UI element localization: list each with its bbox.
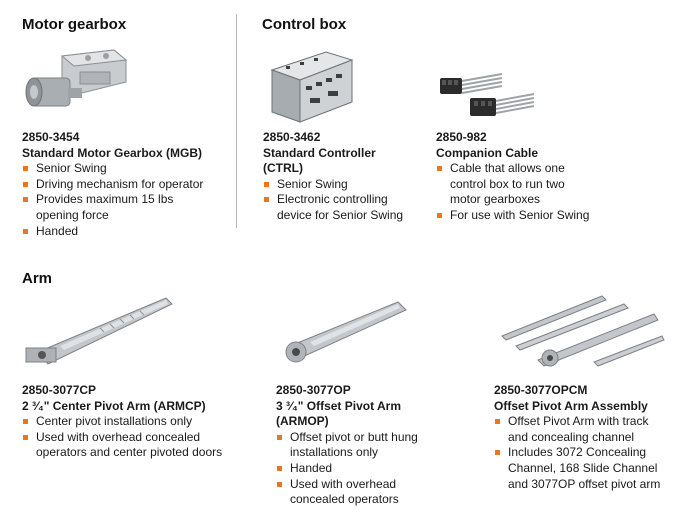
- bullet-item: Handed: [22, 224, 203, 240]
- offset-pivot-arm-assembly-image: [494, 290, 674, 370]
- product-controller: 2850-3462 Standard Controller (CTRL) Sen…: [263, 130, 403, 224]
- product-sku: 2850-3077OPCM: [494, 383, 588, 397]
- column-divider: [236, 14, 237, 228]
- product-sku: 2850-3462: [263, 130, 321, 144]
- product-motor-gearbox: 2850-3454 Standard Motor Gearbox (MGB) S…: [22, 130, 203, 239]
- product-name: Offset Pivot Arm Assembly: [494, 398, 648, 413]
- bullet-item: Electronic controlling device for Senior…: [263, 192, 403, 223]
- motor-gearbox-image: [22, 48, 132, 116]
- product-offset-pivot-arm: 2850-3077OP 3 ³⁄₄" Offset Pivot Arm (ARM…: [276, 383, 418, 508]
- bullet-item: Handed: [276, 461, 418, 477]
- product-companion-cable: 2850-982 Companion Cable Cable that allo…: [436, 130, 589, 224]
- product-center-pivot-arm: 2850-3077CP 2 ³⁄₄" Center Pivot Arm (ARM…: [22, 383, 222, 461]
- product-offset-pivot-arm-assembly: 2850-3077OPCM Offset Pivot Arm Assembly …: [494, 383, 660, 492]
- bullet-item: Senior Swing: [22, 161, 203, 177]
- product-name: Companion Cable: [436, 145, 539, 160]
- product-name: Standard Motor Gearbox (MGB): [22, 145, 203, 160]
- bullet-item: Offset Pivot Arm with track and conceali…: [494, 414, 660, 445]
- section-heading-motor-gearbox: Motor gearbox: [22, 16, 127, 33]
- section-heading-control-box: Control box: [262, 16, 347, 33]
- bullet-item: Driving mechanism for operator: [22, 177, 203, 193]
- center-pivot-arm-image: [20, 292, 180, 370]
- bullet-item: Cable that allows one control box to run…: [436, 161, 589, 208]
- offset-pivot-arm-image: [280, 296, 410, 366]
- bullet-item: Center pivot installations only: [22, 414, 222, 430]
- bullet-item: Used with overhead concealed operators a…: [22, 430, 222, 461]
- bullet-item: Offset pivot or butt hung installations …: [276, 430, 418, 461]
- controller-image: [266, 44, 356, 124]
- bullet-item: Senior Swing: [263, 177, 403, 193]
- product-name-line2: (ARMOP): [276, 414, 329, 429]
- product-sku: 2850-3454: [22, 130, 80, 144]
- product-name-line2: (CTRL): [263, 161, 303, 176]
- bullet-item: Provides maximum 15 lbs opening force: [22, 192, 203, 223]
- section-heading-arm: Arm: [22, 270, 53, 287]
- product-sku: 2850-3077OP: [276, 383, 351, 397]
- companion-cable-image: [436, 66, 536, 122]
- product-sku: 2850-3077CP: [22, 383, 97, 397]
- product-sku: 2850-982: [436, 130, 487, 144]
- bullet-item: Includes 3072 Concealing Channel, 168 Sl…: [494, 445, 660, 492]
- bullet-item: Used with overhead concealed operators: [276, 477, 418, 508]
- product-name: Standard Controller: [263, 145, 376, 160]
- product-name: 3 ³⁄₄" Offset Pivot Arm: [276, 398, 401, 413]
- bullet-item: For use with Senior Swing: [436, 208, 589, 224]
- product-name: 2 ³⁄₄" Center Pivot Arm (ARMCP): [22, 398, 206, 413]
